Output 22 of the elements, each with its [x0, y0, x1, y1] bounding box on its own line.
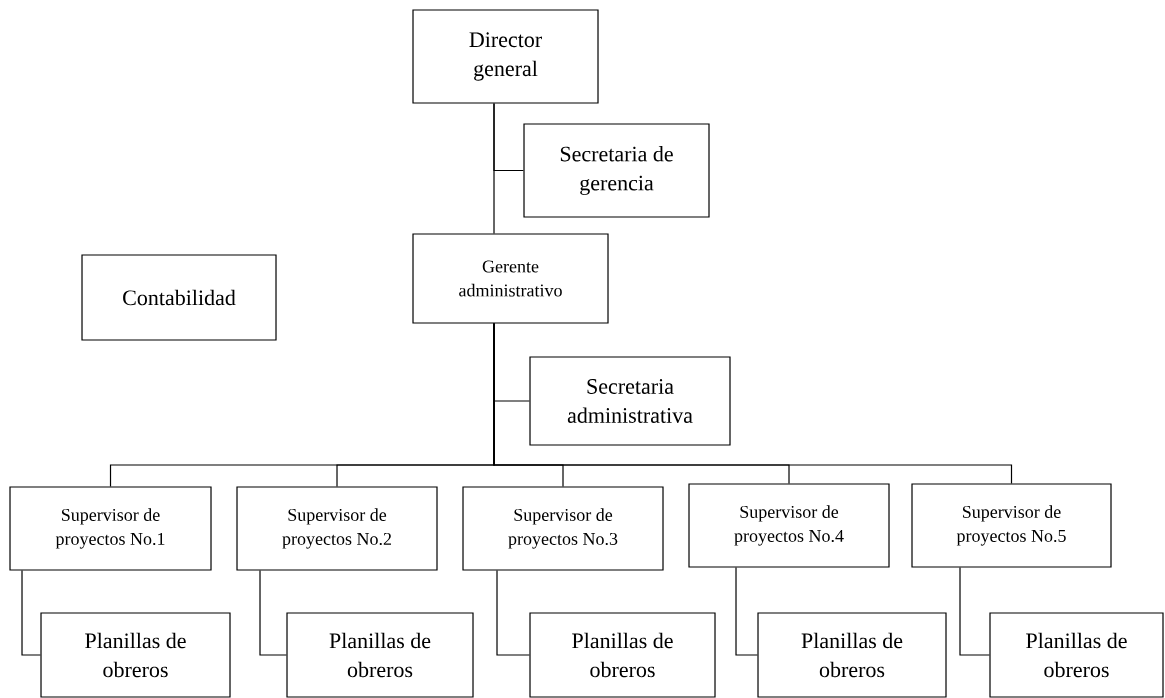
org-box: Supervisor de proyectos No.2: [236, 486, 438, 571]
org-box: Planillas de obreros: [757, 612, 947, 698]
org-box: Planillas de obreros: [286, 612, 474, 698]
connector-line: [259, 570, 287, 656]
org-box: Supervisor de proyectos No.4: [688, 483, 890, 568]
connector-line: [493, 323, 1013, 484]
connector-line: [735, 567, 758, 656]
connector-line: [496, 570, 530, 656]
org-box: Supervisor de proyectos No.1: [9, 486, 212, 571]
connector-line: [959, 567, 990, 656]
org-box: Director general: [412, 9, 599, 104]
org-box: Supervisor de proyectos No.5: [911, 483, 1112, 568]
org-box: Planillas de obreros: [529, 612, 716, 698]
org-box: Secretaria de gerencia: [523, 123, 710, 218]
org-box: Gerente administrativo: [412, 233, 609, 324]
connector-line: [21, 570, 41, 656]
org-box: Contabilidad: [81, 254, 277, 341]
org-box: Supervisor de proyectos No.3: [462, 486, 664, 571]
org-box: Planillas de obreros: [40, 612, 231, 698]
connector-line: [493, 103, 495, 234]
org-box: Secretaria administrativa: [529, 356, 731, 446]
org-box: Planillas de obreros: [989, 612, 1164, 698]
